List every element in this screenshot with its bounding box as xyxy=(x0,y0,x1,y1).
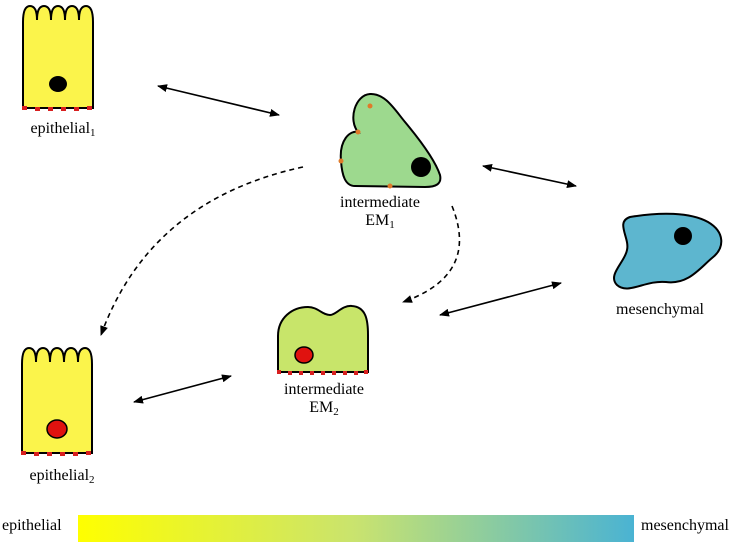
label-mesenchymal: mesenchymal xyxy=(616,301,704,318)
spectrum-right-label: mesenchymal xyxy=(641,517,729,534)
epithelial-1-nucleus xyxy=(49,76,67,92)
epithelial-1-junctions xyxy=(22,106,92,111)
intermediate-em1-nucleus xyxy=(411,157,431,177)
label-em2: intermediate EM2 xyxy=(264,381,384,418)
epithelial-1-cell-body xyxy=(22,4,94,109)
label-em1-line1: intermediate xyxy=(340,194,420,211)
label-em2-line2: EM2 xyxy=(309,399,339,418)
epithelial-2-nucleus xyxy=(46,419,68,439)
label-em2-line1: intermediate xyxy=(284,381,364,398)
mesenchymal-nucleus xyxy=(674,227,692,245)
arrow-epithelial2-em2 xyxy=(133,374,232,404)
intermediate-em2-junctions xyxy=(277,370,368,375)
intermediate-em2-cell-body xyxy=(277,304,369,373)
intermediate-em1-cell-icon xyxy=(338,92,442,189)
label-em1-line2: EM1 xyxy=(365,212,395,231)
arrow-em2-mesenchymal xyxy=(439,281,562,317)
epithelial-1-cell-icon xyxy=(22,4,94,111)
spectrum-left-label: epithelial xyxy=(2,517,62,534)
epithelial-2-junctions xyxy=(21,451,91,456)
arrow-em1-mesenchymal xyxy=(482,163,577,189)
label-epithelial2: epithelial2 xyxy=(29,467,95,486)
epithelial-2-cell-body xyxy=(21,346,93,454)
intermediate-em1-junctions xyxy=(338,103,393,189)
arrow-epithelial1-em1 xyxy=(157,84,280,117)
dashed-arrow-em1-to-epithelial2 xyxy=(100,166,304,336)
label-epithelial1: epithelial1 xyxy=(30,120,96,139)
mesenchymal-cell-icon xyxy=(613,212,723,290)
intermediate-em2-nucleus xyxy=(294,346,314,364)
epithelial-2-cell-icon xyxy=(21,346,93,456)
spectrum-gradient-bar xyxy=(78,515,634,542)
mesenchymal-cell-body xyxy=(613,212,723,290)
label-em1: intermediate EM1 xyxy=(320,194,440,231)
intermediate-em2-cell-icon xyxy=(277,304,369,375)
